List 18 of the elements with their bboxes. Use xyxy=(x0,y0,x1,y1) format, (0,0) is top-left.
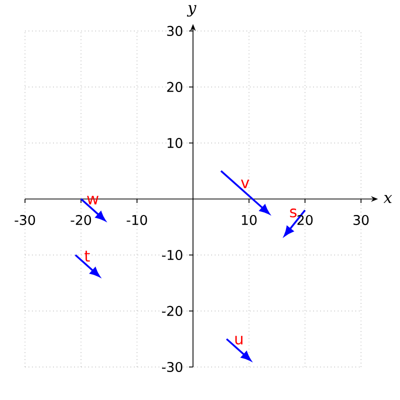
tick-label: -10 xyxy=(162,250,182,260)
tick-label: 20 xyxy=(297,214,313,226)
axis-label: x xyxy=(384,194,392,203)
tick-label: -10 xyxy=(126,214,148,226)
vector-label: s xyxy=(290,208,297,218)
tick-label: 10 xyxy=(242,214,257,226)
vector-label: v xyxy=(240,180,250,188)
tick-label: -20 xyxy=(162,306,182,316)
tick-label: -30 xyxy=(162,362,182,372)
tick-label: -30 xyxy=(14,214,36,226)
tick-label: 20 xyxy=(167,82,182,92)
tick-label: 10 xyxy=(168,138,182,148)
tick-label: 30 xyxy=(354,214,369,226)
vector-label: t xyxy=(84,250,90,262)
tick-label: 30 xyxy=(167,26,182,36)
vector-label: u xyxy=(235,336,242,345)
axis-label: y xyxy=(186,5,196,17)
tick-label: -20 xyxy=(70,214,92,226)
